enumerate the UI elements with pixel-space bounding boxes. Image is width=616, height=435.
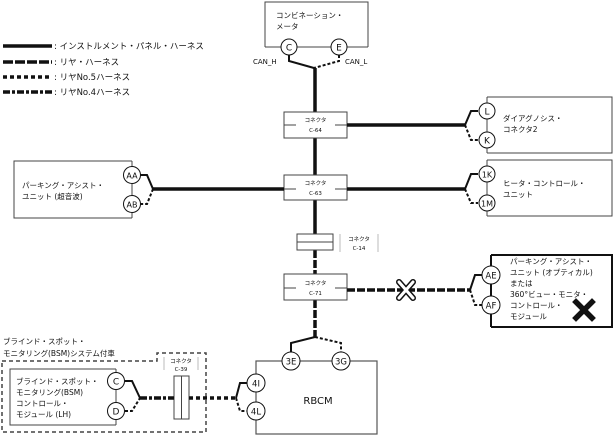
pin-label: C (286, 44, 292, 54)
signal-label-can-l: CAN_L (345, 58, 367, 66)
connector-id: C-14 (353, 246, 366, 252)
connector-label: コネクタ (348, 235, 370, 243)
pin-label: 3G (335, 358, 347, 368)
pin-label: D (113, 408, 120, 418)
connector-id: C-39 (175, 367, 188, 373)
not-connected-x-mark (396, 279, 416, 301)
pin-label: AB (127, 201, 138, 210)
pin-optical-ae (481, 265, 501, 285)
pin-heater-1m (478, 194, 496, 212)
bsm-module-line2: モニタリング(BSM) (16, 387, 83, 397)
pin-label: C (113, 378, 119, 388)
rbcm: 3E 3G 4I 4L RBCM (246, 351, 378, 435)
connector-id: C-71 (309, 291, 322, 297)
optical-name-line6: モジュール (510, 312, 547, 321)
pin-label: 1M (481, 200, 493, 209)
connector-label: コネクタ (170, 357, 192, 365)
connector-id: C-64 (309, 128, 322, 134)
heater-name-line1: ヒータ・コントロール・ (503, 179, 586, 188)
heater-control-unit: ヒータ・コントロール・ ユニット 1K 1M (478, 159, 613, 217)
sonar-name-line2: ユニット (超音波) (22, 191, 83, 201)
pin-rbcm-3g (331, 351, 351, 371)
connector-c39: コネクタ C-39 (163, 357, 199, 420)
rbcm-name: RBCM (303, 396, 332, 407)
connector-label: コネクタ (305, 279, 327, 287)
pin-sonar-ab (123, 195, 141, 213)
pin-label: K (484, 137, 491, 147)
pin-label: 1K (482, 171, 493, 180)
optical-name-line2: ユニット (オプティカル) (510, 268, 593, 277)
parking-assist-sonar-unit: パーキング・アシスト・ ユニット (超音波) AA AB (13, 160, 141, 219)
bsm-module-line3: コントロール・ (16, 399, 69, 408)
pin-label: L (484, 108, 489, 118)
legend-label-long-dash: : リヤ・ハーネス (54, 58, 119, 68)
legend-label-dotted: : リヤNo.5ハーネス (54, 73, 130, 83)
pin-label: AA (126, 172, 138, 181)
pin-heater-1k (478, 165, 496, 183)
pin-diag-k (478, 131, 496, 149)
pin-sonar-aa (123, 166, 141, 184)
pin-bsm-d (107, 402, 125, 420)
connector-c71: コネクタ C-71 (283, 273, 348, 301)
connector-label: コネクタ (305, 179, 327, 187)
optical-name-line3: または (510, 279, 533, 288)
meter-name-line2: メータ (276, 22, 299, 31)
connector-c64: コネクタ C-64 (283, 111, 348, 139)
meter-name-line1: コンビネーション・ (276, 11, 343, 20)
pin-label: 3E (286, 358, 297, 368)
pin-label: 4L (251, 408, 261, 418)
bsm-group: ブラインド・スポット・ モニタリング(BSM)システム付車 ブラインド・スポット… (1, 336, 207, 433)
pin-optical-af (481, 295, 501, 315)
pin-bsm-c (107, 372, 125, 390)
legend-label-solid: : インストルメント・パネル・ハーネス (54, 42, 204, 52)
heater-name-line2: ユニット (503, 190, 533, 199)
connector-id: C-63 (309, 191, 322, 197)
bsm-module-line4: モジュール (LH) (16, 410, 71, 419)
parking-assist-optical-unit: パーキング・アシスト・ ユニット (オプティカル) または 360°ビュー・モニ… (481, 254, 613, 328)
connector-label: コネクタ (305, 116, 327, 124)
pin-label: E (336, 44, 342, 54)
connector-c63: コネクタ C-63 (283, 174, 348, 201)
pin-rbcm-3e (281, 351, 301, 371)
bsm-group-line1: ブラインド・スポット・ (3, 336, 86, 346)
diag-connector: ダイアグノシス・ コネクタ2 L K (478, 96, 613, 154)
pin-label: 4I (252, 380, 260, 390)
optical-name-line1: パーキング・アシスト・ (510, 256, 592, 266)
connector-c14: コネクタ C-14 (296, 233, 379, 252)
pin-label: AE (485, 272, 496, 282)
sonar-name-line1: パーキング・アシスト・ (22, 180, 104, 190)
bsm-module-line1: ブラインド・スポット・ (16, 376, 99, 386)
optical-name-line4: 360°ビュー・モニタ・ (510, 290, 588, 299)
diag-name-line2: コネクタ2 (503, 125, 538, 134)
pin-diag-l (478, 102, 496, 120)
optical-name-line5: コントロール・ (510, 301, 563, 310)
combination-meter: コンビネーション・ メータ C E CAN_H CAN_L (253, 1, 369, 66)
diag-name-line1: ダイアグノシス・ (503, 113, 562, 123)
pin-label: AF (486, 302, 497, 312)
legend: : インストルメント・パネル・ハーネス : リヤ・ハーネス : リヤNo.5ハー… (3, 42, 204, 98)
signal-label-can-h: CAN_H (253, 58, 277, 66)
legend-label-dash-dot: : リヤNo.4ハーネス (54, 88, 130, 98)
bsm-group-line2: モニタリング(BSM)システム付車 (3, 348, 115, 358)
cross-mark-icon (572, 298, 596, 322)
